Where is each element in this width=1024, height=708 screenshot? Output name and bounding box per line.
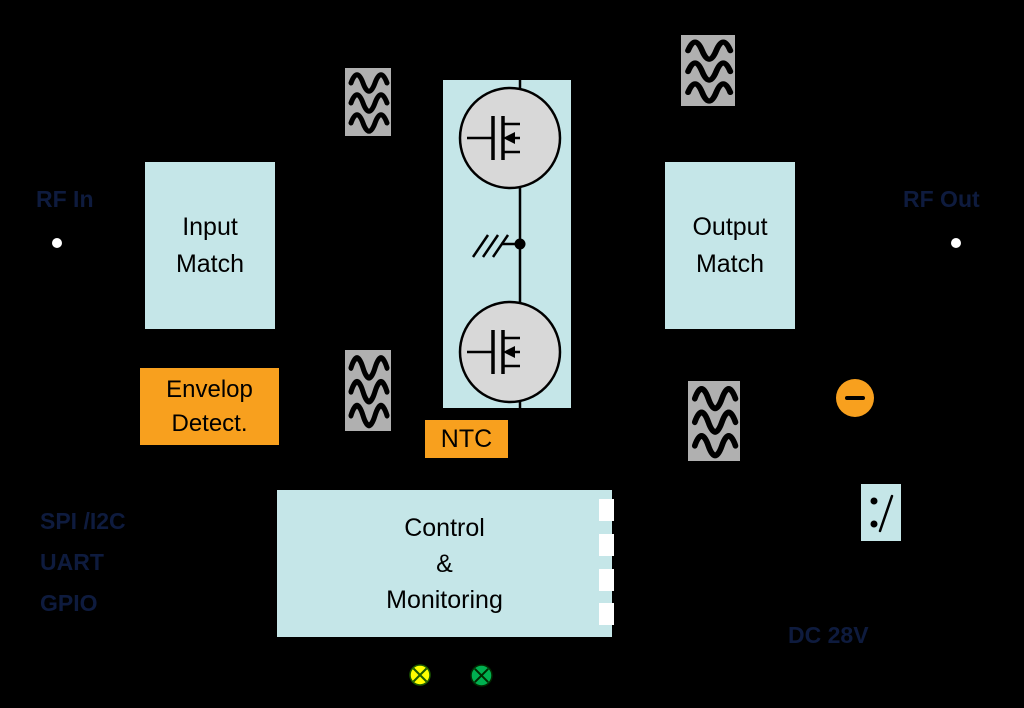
rf-filter-icon bbox=[681, 35, 735, 106]
input-match-label-line2: Match bbox=[175, 249, 245, 278]
connector-pin bbox=[599, 499, 614, 521]
power-switch-icon bbox=[861, 484, 901, 541]
connector-pin bbox=[599, 603, 614, 625]
minus-bar bbox=[845, 396, 865, 400]
uart-label: UART bbox=[40, 549, 104, 575]
input-match-label-line1: Input bbox=[182, 212, 238, 241]
control-label-line3: Monitoring bbox=[386, 585, 503, 614]
envelop-detect-block: Envelop Detect. bbox=[140, 368, 279, 445]
rf-out-port-dot bbox=[951, 238, 961, 248]
rf-in-port-dot bbox=[52, 238, 62, 248]
input-match-block: Input Match bbox=[145, 162, 275, 329]
indicator-lamp-green-icon bbox=[470, 664, 493, 687]
dc-supply-label: DC 28V bbox=[788, 622, 869, 648]
mosfet-pair-icon bbox=[458, 80, 562, 408]
control-label-line1: Control bbox=[404, 513, 485, 542]
control-label-line2: & bbox=[436, 549, 453, 578]
ntc-block: NTC bbox=[425, 420, 508, 458]
connector-pin bbox=[599, 569, 614, 591]
output-match-block: Output Match bbox=[665, 162, 795, 329]
envelop-label-line1: Envelop bbox=[166, 375, 253, 403]
minus-terminal-icon bbox=[836, 379, 874, 417]
spi-i2c-label: SPI /I2C bbox=[40, 508, 126, 534]
rf-filter-icon bbox=[345, 68, 391, 136]
power-transistor-block bbox=[443, 80, 571, 408]
indicator-lamp-yellow-icon bbox=[409, 664, 431, 686]
rf-in-label: RF In bbox=[36, 186, 94, 212]
connector-pin bbox=[599, 534, 614, 556]
rf-out-label: RF Out bbox=[903, 186, 980, 212]
rf-filter-icon bbox=[345, 350, 391, 431]
rf-filter-icon bbox=[688, 381, 740, 461]
envelop-label-line2: Detect. bbox=[171, 409, 248, 437]
control-monitoring-block: Control & Monitoring bbox=[277, 490, 612, 637]
output-match-label-line2: Match bbox=[695, 249, 765, 278]
gpio-label: GPIO bbox=[40, 590, 98, 616]
output-match-label-line1: Output bbox=[692, 212, 768, 241]
ntc-label: NTC bbox=[440, 425, 493, 453]
